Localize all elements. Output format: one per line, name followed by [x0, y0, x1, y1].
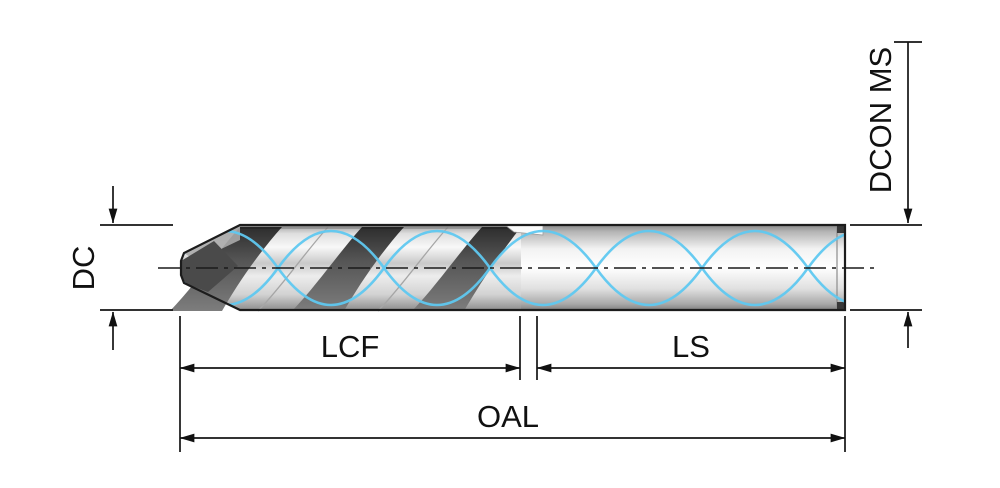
drill-point-dark-face — [181, 241, 238, 292]
dimension-dcon-ms: DCON MS — [850, 41, 922, 348]
drill-body — [158, 223, 878, 312]
drill-outline — [179, 223, 847, 312]
dcon-ms-label: DCON MS — [863, 47, 898, 193]
dimension-lcf: LCF — [179, 316, 521, 452]
coolant-line — [181, 229, 845, 307]
dc-label: DC — [66, 246, 101, 291]
coolant-line — [181, 229, 845, 307]
flute-band — [292, 227, 404, 311]
ls-label: LS — [672, 329, 710, 364]
oal-label: OAL — [477, 399, 539, 434]
lcf-label: LCF — [321, 329, 380, 364]
dimension-ls: LS — [536, 316, 846, 452]
shank-end-notch — [837, 226, 846, 233]
helix-edge-line — [377, 226, 449, 312]
flute-top-shade — [240, 225, 521, 229]
helix-edge-line — [257, 226, 329, 312]
dimension-oal: OAL — [179, 399, 846, 443]
dimension-dc: DC — [66, 186, 173, 350]
coolant-channels — [181, 229, 845, 307]
flute-band — [412, 227, 521, 311]
shank-end-notch — [837, 302, 846, 309]
